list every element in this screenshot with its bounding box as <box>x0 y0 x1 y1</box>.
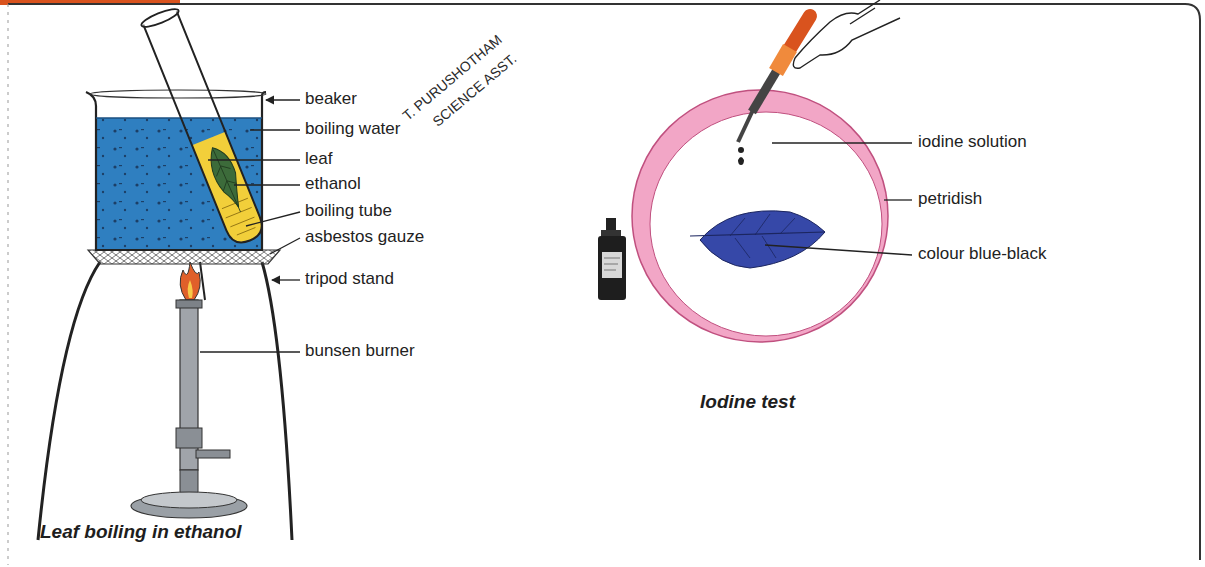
part-label: boiling water <box>305 120 400 139</box>
bunsen-burner <box>131 262 247 518</box>
caption: Iodine test <box>700 392 795 413</box>
frame <box>8 4 9 565</box>
part-label: iodine solution <box>918 133 1027 152</box>
part-label: petridish <box>918 190 982 209</box>
leader-line <box>765 143 912 255</box>
part-label: ethanol <box>305 175 361 194</box>
part-label: beaker <box>305 90 357 109</box>
leaf <box>690 211 825 268</box>
hand <box>793 0 900 68</box>
frame <box>8 4 1200 560</box>
part-label: boiling tube <box>305 202 392 221</box>
tripod-stand <box>38 262 292 540</box>
boiling-tube <box>140 6 269 248</box>
part-label: colour blue-black <box>918 245 1047 264</box>
iodine-bottle <box>598 218 626 300</box>
part-label: tripod stand <box>305 270 394 289</box>
leader-line <box>200 100 300 352</box>
beaker <box>86 90 266 250</box>
asbestos-gauze <box>88 250 280 264</box>
part-label: bunsen burner <box>305 342 415 361</box>
part-label: asbestos gauze <box>305 228 424 247</box>
part-label: leaf <box>305 150 332 169</box>
caption: Leaf boiling in ethanol <box>40 522 242 543</box>
petridish <box>632 90 888 342</box>
